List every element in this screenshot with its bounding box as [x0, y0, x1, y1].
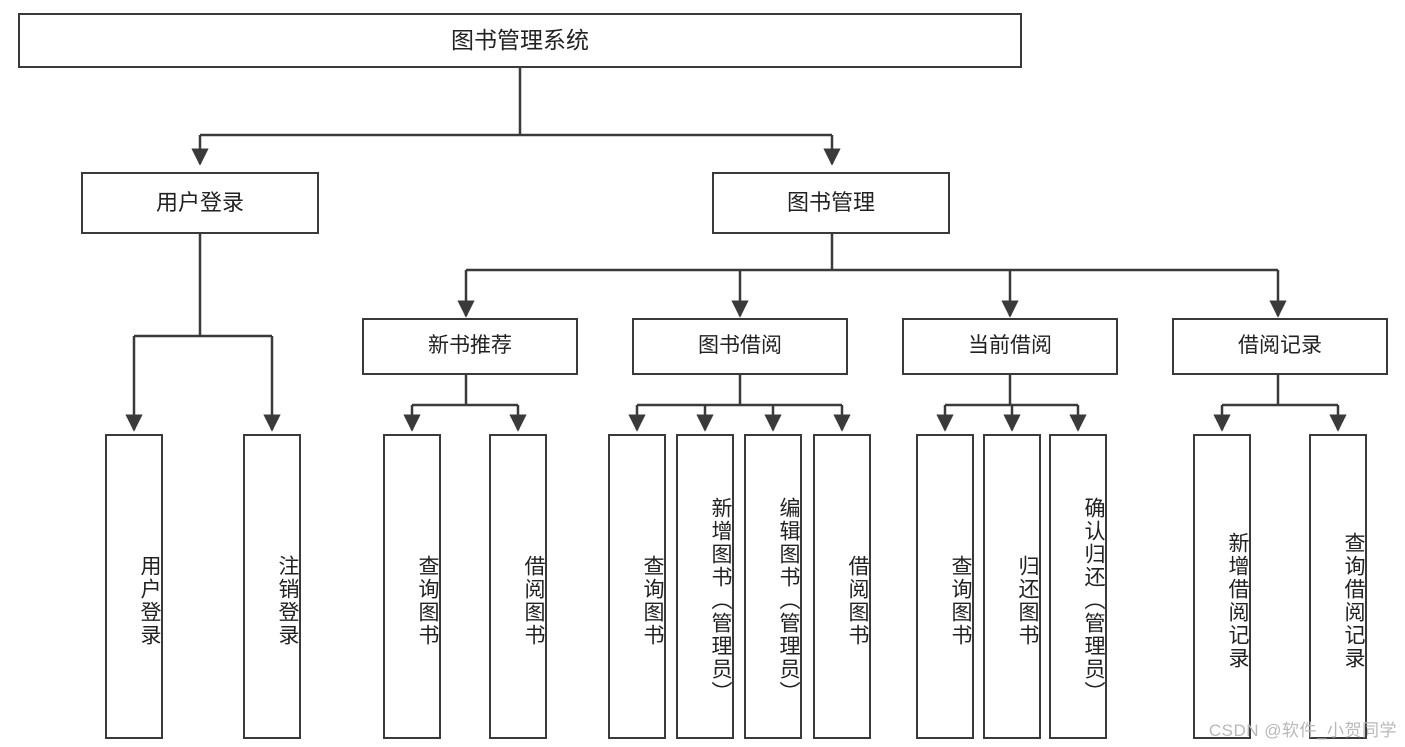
leaf-query-borrow-record[interactable]: 查询借阅记录	[1309, 434, 1367, 739]
leaf-user-logout[interactable]: 注销登录	[243, 434, 301, 739]
node-current-borrow[interactable]: 当前借阅	[902, 318, 1118, 375]
node-label: 新增图书（管理员）	[709, 497, 732, 704]
leaf-query-book[interactable]: 查询图书	[608, 434, 666, 739]
node-label: 新增借阅记录	[1226, 531, 1249, 670]
leaf-confirm-return-admin[interactable]: 确认归还（管理员）	[1049, 434, 1107, 739]
leaf-query-book-recommend[interactable]: 查询图书	[383, 434, 441, 739]
node-label: 确认归还（管理员）	[1082, 497, 1105, 704]
node-label: 编辑图书（管理员）	[777, 497, 800, 704]
leaf-borrow-book-recommend[interactable]: 借阅图书	[489, 434, 547, 739]
node-label: 图书管理系统	[451, 27, 589, 54]
node-label: 注销登录	[276, 554, 299, 647]
node-new-book-recommend[interactable]: 新书推荐	[362, 318, 578, 375]
node-root-system[interactable]: 图书管理系统	[18, 13, 1022, 68]
leaf-query-book-current[interactable]: 查询图书	[916, 434, 974, 739]
node-label: 用户登录	[155, 190, 244, 216]
node-label: 归还图书	[1016, 554, 1039, 647]
node-label: 借阅记录	[1238, 334, 1322, 358]
node-label: 查询图书	[949, 554, 972, 647]
leaf-borrow-book[interactable]: 借阅图书	[813, 434, 871, 739]
node-label: 借阅图书	[846, 554, 869, 647]
watermark: CSDN @软件_小贺同学	[1208, 721, 1397, 740]
node-label: 查询图书	[416, 554, 439, 647]
node-label: 用户登录	[138, 554, 161, 647]
node-borrow-record[interactable]: 借阅记录	[1172, 318, 1388, 375]
node-label: 当前借阅	[968, 334, 1052, 358]
leaf-add-borrow-record[interactable]: 新增借阅记录	[1193, 434, 1251, 739]
leaf-add-book-admin[interactable]: 新增图书（管理员）	[676, 434, 734, 739]
node-label: 图书借阅	[698, 334, 782, 358]
node-book-management[interactable]: 图书管理	[712, 172, 950, 234]
leaf-edit-book-admin[interactable]: 编辑图书（管理员）	[744, 434, 802, 739]
leaf-user-login[interactable]: 用户登录	[105, 434, 163, 739]
node-label: 查询借阅记录	[1342, 531, 1365, 670]
node-book-borrow[interactable]: 图书借阅	[632, 318, 848, 375]
node-label: 查询图书	[641, 554, 664, 647]
leaf-return-book[interactable]: 归还图书	[983, 434, 1041, 739]
node-label: 图书管理	[786, 190, 875, 216]
node-user-login[interactable]: 用户登录	[81, 172, 319, 234]
node-label: 新书推荐	[428, 334, 512, 358]
node-label: 借阅图书	[522, 554, 545, 647]
